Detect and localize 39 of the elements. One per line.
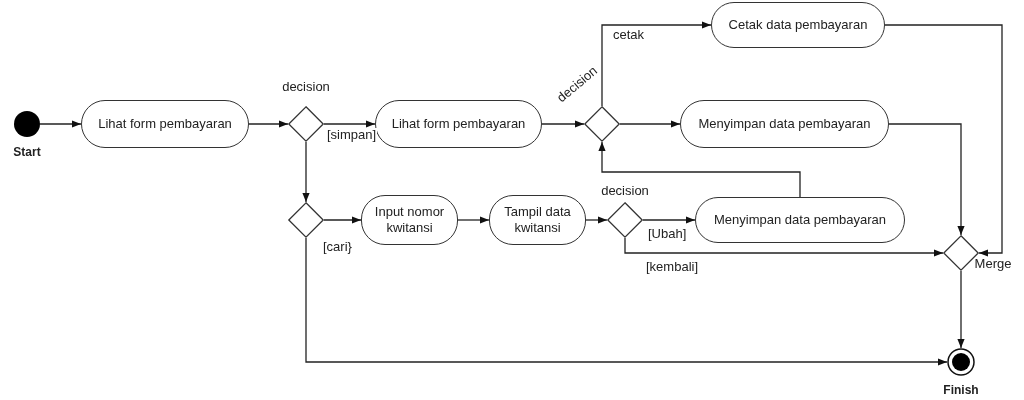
arrow — [323, 216, 362, 224]
edge-label: [simpan] — [326, 128, 378, 143]
arrow — [601, 21, 712, 107]
arrow — [541, 120, 585, 128]
activity-box: Input nomor kwitansi — [361, 195, 458, 245]
edge-label: [Ubah] — [647, 227, 688, 242]
arrow — [884, 24, 1003, 257]
activity-box: Menyimpan data pembayaran — [695, 197, 905, 243]
arrow — [957, 270, 965, 349]
edge-label: [cari} — [322, 240, 353, 255]
arrow — [642, 216, 696, 224]
arrow — [598, 141, 801, 198]
arrow — [457, 216, 490, 224]
node-caption: Finish — [943, 383, 979, 397]
arrow — [302, 141, 310, 203]
node-caption: Merge — [974, 255, 1012, 271]
arrow — [39, 120, 82, 128]
activity-box: Tampil data kwitansi — [489, 195, 586, 245]
node-caption: Start — [13, 145, 41, 159]
initial-node — [14, 111, 40, 137]
arrow — [305, 237, 948, 366]
decision-diamond — [288, 106, 324, 142]
decision-diamond — [584, 106, 620, 142]
decision-diamond — [607, 202, 643, 238]
activity-box: Lihat form pembayaran — [375, 100, 542, 148]
final-node — [947, 348, 975, 376]
arrow — [585, 216, 608, 224]
arrow — [248, 120, 289, 128]
arrow — [323, 120, 376, 128]
node-caption: decision — [282, 78, 330, 94]
edge-label: [kembali] — [645, 260, 700, 275]
arrow — [619, 120, 681, 128]
arrow — [888, 123, 965, 236]
decision-diamond — [288, 202, 324, 238]
node-caption: decision — [601, 182, 649, 198]
activity-box: Lihat form pembayaran — [81, 100, 249, 148]
arrow — [624, 237, 944, 257]
activity-box: Menyimpan data pembayaran — [680, 100, 889, 148]
activity-box: Cetak data pembayaran — [711, 2, 885, 48]
